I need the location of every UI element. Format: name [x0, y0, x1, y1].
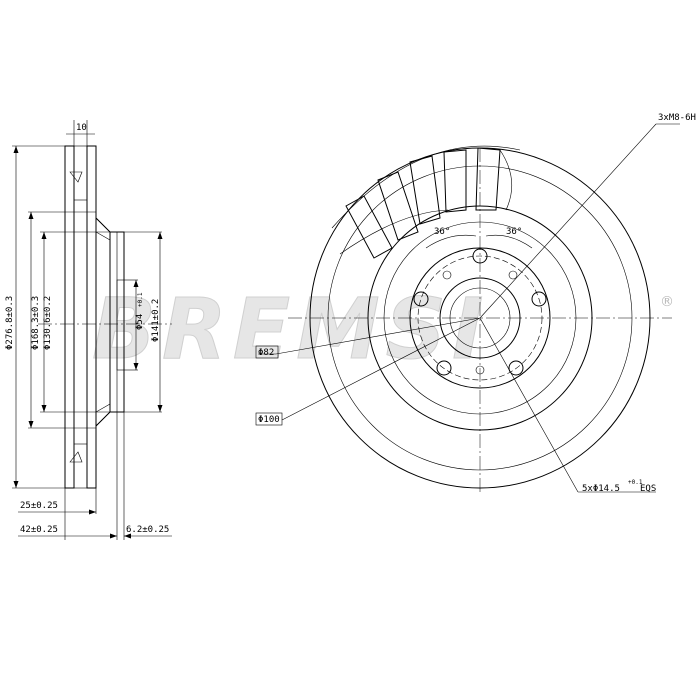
side-view-section: 10 Φ276.8±0.3 Φ168.3±0.3 Φ130.6±0.2 Φ54 …: [5, 120, 172, 540]
bremsi-watermark: BREMSI ®: [92, 280, 675, 379]
bolt-hole: [531, 291, 547, 307]
dim-total-height: 42±0.25: [20, 525, 58, 535]
hat-outer-edge: [367, 205, 593, 431]
center-bore: [439, 277, 521, 359]
bolt-holes: [413, 248, 547, 376]
thread-callout: 3xM8-6H: [658, 113, 696, 123]
bolt-circle-small-label: Φ82: [258, 348, 274, 358]
bolt-hole: [436, 360, 452, 376]
threaded-holes: [442, 270, 518, 375]
dim-center-tol: +0.1: [137, 292, 144, 307]
angle-left-label: 36°: [434, 227, 450, 237]
dim-disc-width: 25±0.25: [20, 501, 58, 511]
bolt-hole: [508, 360, 524, 376]
inner-friction-plate: [86, 145, 97, 489]
outer-friction-plate: [64, 145, 75, 489]
front-view: 36° 36° 3xM8-6H Φ82 Φ100 5xΦ14.5 +0.1 EQ…: [255, 113, 696, 494]
dim-pilot-diameter: Φ141±0.2: [151, 299, 161, 342]
angle-right-label: 36°: [506, 227, 522, 237]
dim-bore-diameter: Φ130.6±0.2: [43, 296, 53, 350]
bolt-hole: [413, 291, 429, 307]
dim-hat-thickness: 6.2±0.25: [126, 525, 169, 535]
dim-thickness-top: 10: [76, 123, 87, 133]
bolt-circle-large-label: Φ100: [258, 415, 280, 425]
bolt-holes-eqs: EQS: [640, 484, 656, 494]
dim-hat-diameter: Φ168.3±0.3: [31, 296, 41, 350]
dim-center-diameter: Φ54: [135, 314, 145, 330]
bolt-holes-callout: 5xΦ14.5: [582, 484, 620, 494]
watermark-registered: ®: [660, 294, 674, 310]
dim-outer-diameter: Φ276.8±0.3: [5, 296, 15, 350]
bolt-holes-tol: +0.1: [628, 479, 643, 486]
hat-inner-edge: [409, 247, 551, 389]
bolt-hole: [472, 248, 488, 264]
vent-section-cutaway: [331, 145, 521, 259]
